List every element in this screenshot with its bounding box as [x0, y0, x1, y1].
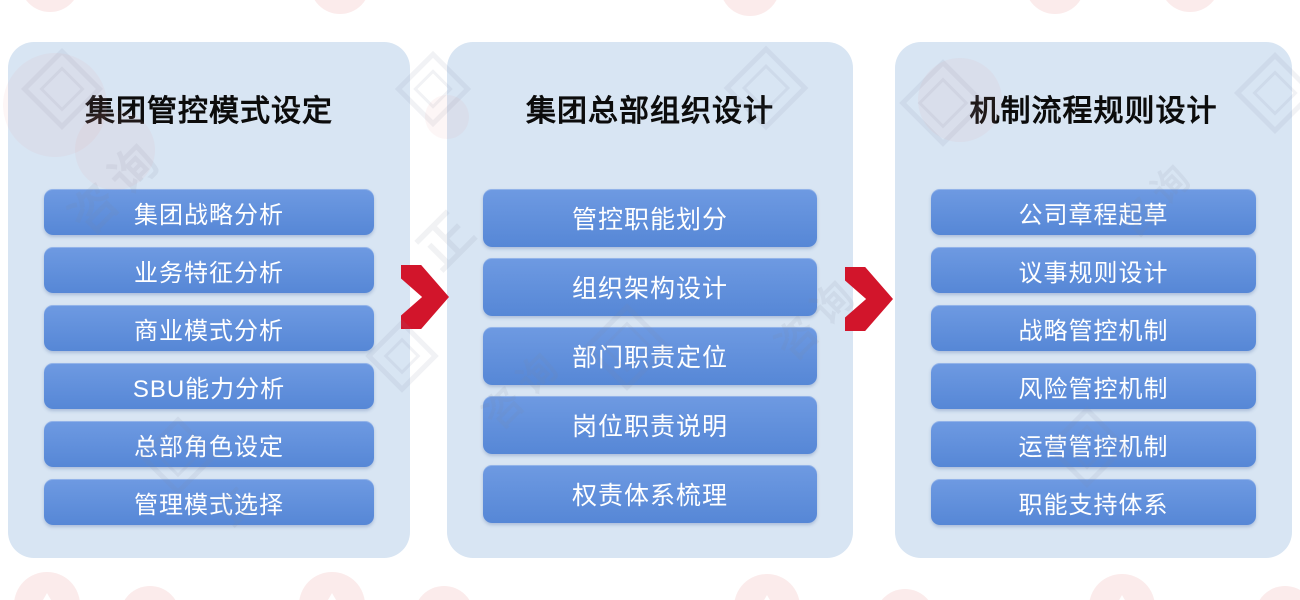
watermark-circle-logo-icon [310, 0, 370, 14]
process-step-box: SBU能力分析 [44, 363, 374, 409]
panel-group-control-mode: 集团管控模式设定 集团战略分析业务特征分析商业模式分析 SBU能力分析总部角色设定… [8, 42, 410, 558]
panel-title: 集团总部组织设计 [526, 95, 774, 128]
watermark-circle-logo-icon [734, 574, 800, 600]
panel-title: 机制流程规则设计 [969, 95, 1218, 128]
process-step-label: 集团战略分析 [134, 201, 284, 229]
process-step-box: 商业模式分析 [44, 305, 374, 351]
process-step-label: 商业模式分析 [134, 317, 284, 345]
process-step-label: 议事规则设计 [1018, 259, 1169, 287]
process-step-box: 权责体系梳理 [483, 465, 817, 523]
process-step-box: 集团战略分析 [44, 189, 374, 235]
process-step-box: 公司章程起草 [931, 189, 1256, 235]
process-step-label: 业务特征分析 [134, 259, 284, 287]
process-step-label: 管理模式选择 [134, 491, 284, 519]
watermark-circle-logo-icon [20, 0, 80, 12]
watermark-circle-logo-icon [1089, 574, 1155, 600]
process-step-label: 战略管控机制 [1018, 317, 1169, 345]
process-step-label: SBU能力分析 [132, 375, 286, 403]
panel-mechanism-process-rules: 机制流程规则设计 公司章程起草议事规则设计战略管控机制风险管控机制运营管控机制职… [895, 42, 1292, 558]
process-step-box: 职能支持体系 [931, 479, 1256, 525]
process-step-box: 议事规则设计 [931, 247, 1256, 293]
watermark-circle-logo-icon [414, 586, 474, 600]
process-step-label: 职能支持体系 [1018, 491, 1169, 519]
watermark-circle-logo-icon [1160, 0, 1220, 12]
watermark-circle-logo-icon [1255, 586, 1300, 600]
process-step-box: 管理模式选择 [44, 479, 374, 525]
watermark-circle-logo-icon [14, 572, 80, 600]
process-step-box: 管控职能划分 [483, 189, 817, 247]
process-step-box: 岗位职责说明 [483, 396, 817, 454]
process-step-box: 总部角色设定 [44, 421, 374, 467]
process-step-label: 运营管控机制 [1018, 433, 1169, 461]
process-step-box: 战略管控机制 [931, 305, 1256, 351]
process-step-label: 风险管控机制 [1018, 375, 1169, 403]
process-step-box: 业务特征分析 [44, 247, 374, 293]
watermark-circle-logo-icon [720, 0, 780, 16]
process-step-box: 部门职责定位 [483, 327, 817, 385]
process-step-label: 岗位职责说明 [571, 413, 728, 441]
watermark-circle-logo-icon [120, 586, 180, 600]
process-step-label: 部门职责定位 [571, 344, 728, 372]
process-step-label: 总部角色设定 [134, 433, 284, 461]
process-step-label: 组织架构设计 [571, 275, 728, 303]
panel-step-list: 公司章程起草议事规则设计战略管控机制风险管控机制运营管控机制职能支持体系 [931, 189, 1256, 525]
process-step-label: 权责体系梳理 [571, 482, 728, 510]
panel-step-list: 管控职能划分组织架构设计部门职责定位岗位职责说明权责体系梳理 [483, 189, 817, 523]
watermark-circle-logo-icon [875, 589, 935, 600]
watermark-circle-logo-icon [299, 572, 365, 600]
panel-hq-organization-design: 集团总部组织设计 管控职能划分组织架构设计部门职责定位岗位职责说明权责体系梳理 [447, 42, 853, 558]
process-step-label: 管控职能划分 [571, 206, 728, 234]
panel-step-list: 集团战略分析业务特征分析商业模式分析 SBU能力分析总部角色设定管理模式选择 [44, 189, 374, 525]
process-step-box: 组织架构设计 [483, 258, 817, 316]
process-step-box: 风险管控机制 [931, 363, 1256, 409]
panel-title: 集团管控模式设定 [85, 95, 333, 128]
watermark-circle-logo-icon [1025, 0, 1085, 14]
process-step-label: 公司章程起草 [1018, 201, 1169, 229]
process-step-box: 运营管控机制 [931, 421, 1256, 467]
